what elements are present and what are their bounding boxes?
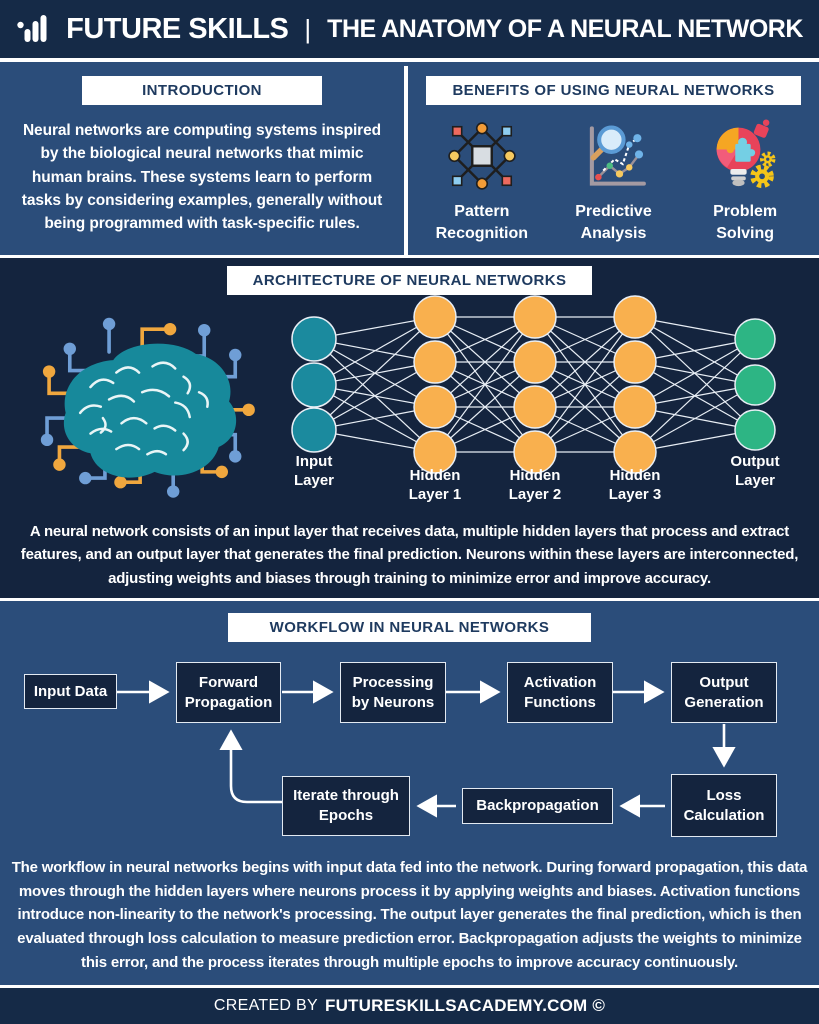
layer-label: Hidden — [510, 467, 561, 484]
footer-site: FUTURESKILLSACADEMY.COM © — [324, 996, 606, 1015]
network-node — [513, 340, 557, 384]
flow-step-iterate-epochs: Iterate through Epochs — [282, 776, 410, 836]
layer-label: Layer — [735, 472, 775, 489]
workflow-body: The workflow in neural networks begins w… — [11, 859, 808, 971]
layer-label: Input — [296, 453, 333, 470]
flow-step-processing-by-neurons: Processing by Neurons — [340, 662, 446, 723]
workflow-title: WORKFLOW IN NEURAL NETWORKS — [227, 613, 592, 642]
brain-circuit-illustration — [18, 294, 256, 504]
flow-step-input-data: Input Data — [24, 674, 117, 709]
layer-label: Layer — [294, 472, 334, 489]
network-node — [613, 340, 657, 384]
benefit-problem-solving: Problem Solving — [680, 117, 810, 244]
network-node — [291, 407, 337, 453]
flow-step-forward-propagation: Forward Propagation — [176, 662, 281, 723]
architecture-title: ARCHITECTURE OF NEURAL NETWORKS — [226, 266, 593, 295]
introduction-title: INTRODUCTION — [82, 76, 322, 105]
flow-step-activation-functions: Activation Functions — [507, 662, 613, 723]
layer-label: Output — [730, 453, 779, 470]
bar-chart-logo-icon — [17, 15, 47, 42]
introduction-section: INTRODUCTION Neural networks are computi… — [0, 66, 408, 255]
benefit-label: Problem Solving — [713, 203, 778, 242]
layer-label: Layer 2 — [509, 486, 562, 503]
network-node — [513, 430, 557, 474]
layer-label: Layer 3 — [609, 486, 662, 503]
benefits-row: Pattern Recognition — [408, 117, 819, 244]
benefits-section: BENEFITS OF USING NEURAL NETWORKS — [408, 66, 819, 255]
network-node — [513, 385, 557, 429]
architecture-body: A neural network consists of an input la… — [20, 523, 799, 587]
header-bar: FUTURE SKILLS | THE ANATOMY OF A NEURAL … — [0, 0, 819, 62]
benefit-pattern-recognition: Pattern Recognition — [417, 117, 547, 244]
network-node — [734, 318, 776, 360]
benefits-title: BENEFITS OF USING NEURAL NETWORKS — [426, 76, 801, 105]
introduction-body: Neural networks are computing systems in… — [21, 122, 383, 232]
network-node — [613, 430, 657, 474]
predictive-analysis-icon — [590, 125, 647, 186]
network-node — [413, 430, 457, 474]
page-title: THE ANATOMY OF A NEURAL NETWORK — [327, 14, 803, 43]
flow-arrows — [117, 680, 736, 818]
network-node — [513, 295, 557, 339]
network-node — [613, 295, 657, 339]
benefit-predictive-analysis: Predictive Analysis — [548, 117, 678, 244]
layer-label: Hidden — [410, 467, 461, 484]
workflow-section: WORKFLOW IN NEURAL NETWORKS — [0, 604, 819, 985]
benefit-label: Predictive Analysis — [575, 203, 652, 242]
flow-step-backpropagation: Backpropagation — [462, 788, 613, 824]
network-node — [734, 364, 776, 406]
layer-label: Layer 1 — [409, 486, 462, 503]
flow-step-output-generation: Output Generation — [671, 662, 777, 723]
footer-bar: CREATED BY FUTURESKILLSACADEMY.COM © — [0, 985, 819, 1024]
brain-icon — [40, 317, 255, 498]
network-node — [291, 362, 337, 408]
network-node — [734, 409, 776, 451]
problem-solving-icon — [716, 119, 776, 189]
layer-label: Hidden — [610, 467, 661, 484]
flow-step-loss-calculation: Loss Calculation — [671, 774, 777, 837]
pattern-recognition-icon — [448, 122, 516, 190]
network-node — [413, 340, 457, 384]
network-node — [413, 385, 457, 429]
top-row: INTRODUCTION Neural networks are computi… — [0, 66, 819, 255]
benefit-label: Pattern Recognition — [435, 203, 529, 242]
architecture-section: ARCHITECTURE OF NEURAL NETWORKS — [0, 255, 819, 601]
network-node — [413, 295, 457, 339]
footer-prefix: CREATED BY — [213, 997, 318, 1014]
network-node — [291, 316, 337, 362]
workflow-flowchart: Input Data Forward Propagation Processin… — [0, 655, 819, 900]
network-node — [613, 385, 657, 429]
brand-name: FUTURE SKILLS — [66, 12, 289, 45]
header-separator: | — [304, 13, 312, 44]
